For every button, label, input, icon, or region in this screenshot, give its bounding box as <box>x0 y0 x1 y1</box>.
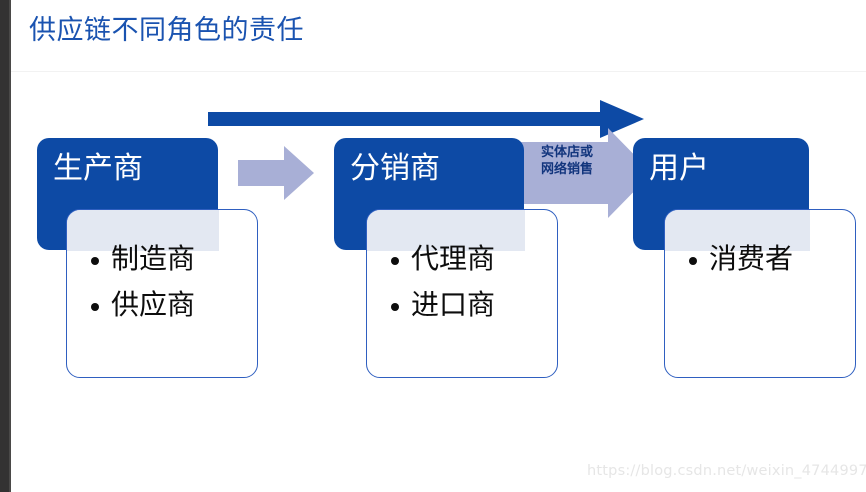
list-item: 供应商 <box>89 282 251 328</box>
long-right-arrow-icon <box>208 100 644 138</box>
stage-producer-body[interactable]: 制造商 供应商 <box>66 209 258 378</box>
stage-distributor-header-label: 分销商 <box>350 151 440 186</box>
stage-producer-header-label: 生产商 <box>53 151 143 186</box>
right-arrow-icon <box>238 146 314 200</box>
title-divider <box>11 71 866 72</box>
stage-distributor-list: 代理商 进口商 <box>389 236 551 328</box>
page-title: 供应链不同角色的责任 <box>29 15 304 46</box>
list-item: 消费者 <box>687 236 849 282</box>
stage-user-list: 消费者 <box>687 236 849 282</box>
left-gutter-bar <box>0 0 11 492</box>
right-arrow-icon <box>516 128 652 218</box>
watermark-text: https://blog.csdn.net/weixin_47449974 <box>587 463 866 479</box>
list-item: 代理商 <box>389 236 551 282</box>
body-overlap-wash <box>367 210 525 251</box>
list-item: 制造商 <box>89 236 251 282</box>
list-item: 进口商 <box>389 282 551 328</box>
stage-user-body[interactable]: 消费者 <box>664 209 856 378</box>
stage-producer-list: 制造商 供应商 <box>89 236 251 328</box>
body-overlap-wash <box>665 210 810 251</box>
labelled-right-arrow: 实体店或 网络销售 <box>516 128 652 218</box>
left-gutter-highlight <box>9 0 11 492</box>
body-overlap-wash <box>67 210 219 251</box>
stage-distributor-body[interactable]: 代理商 进口商 <box>366 209 558 378</box>
stage-user-header-label: 用户 <box>649 151 709 186</box>
